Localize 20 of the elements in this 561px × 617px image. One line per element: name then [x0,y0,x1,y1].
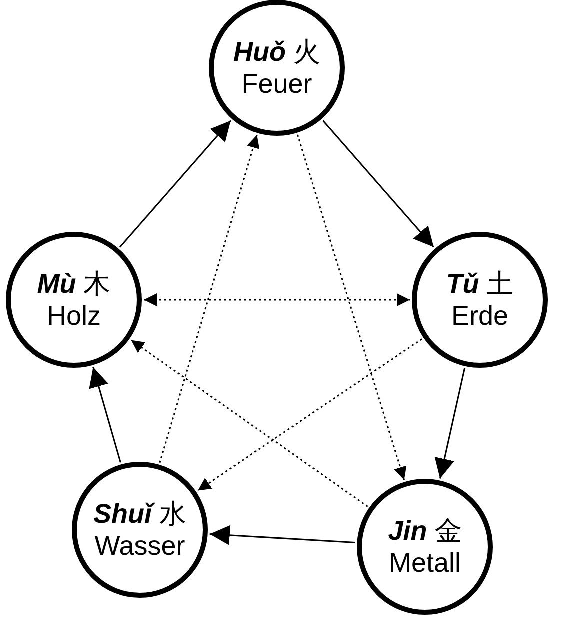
element-name: Mù 木 [37,268,111,300]
arrow [198,338,422,492]
arrow [296,134,407,480]
element-name: Huǒ 火 [234,36,320,68]
element-name: Tǔ 土 [446,268,514,300]
arrow [130,340,368,508]
arrow [434,368,466,479]
element-translation: Holz [46,300,101,332]
element-translation: Feuer [242,68,312,100]
arrow [210,525,356,546]
arrow [120,120,232,248]
element-name: Shuǐ 水 [93,498,186,530]
arrow [144,294,410,306]
arrow [89,367,122,463]
arrow [159,134,260,464]
element-translation: Erde [451,300,509,332]
arrow [322,120,434,248]
element-translation: Wasser [94,530,186,562]
element-translation: Metall [388,547,462,579]
element-name: Jin 金 [388,515,462,547]
